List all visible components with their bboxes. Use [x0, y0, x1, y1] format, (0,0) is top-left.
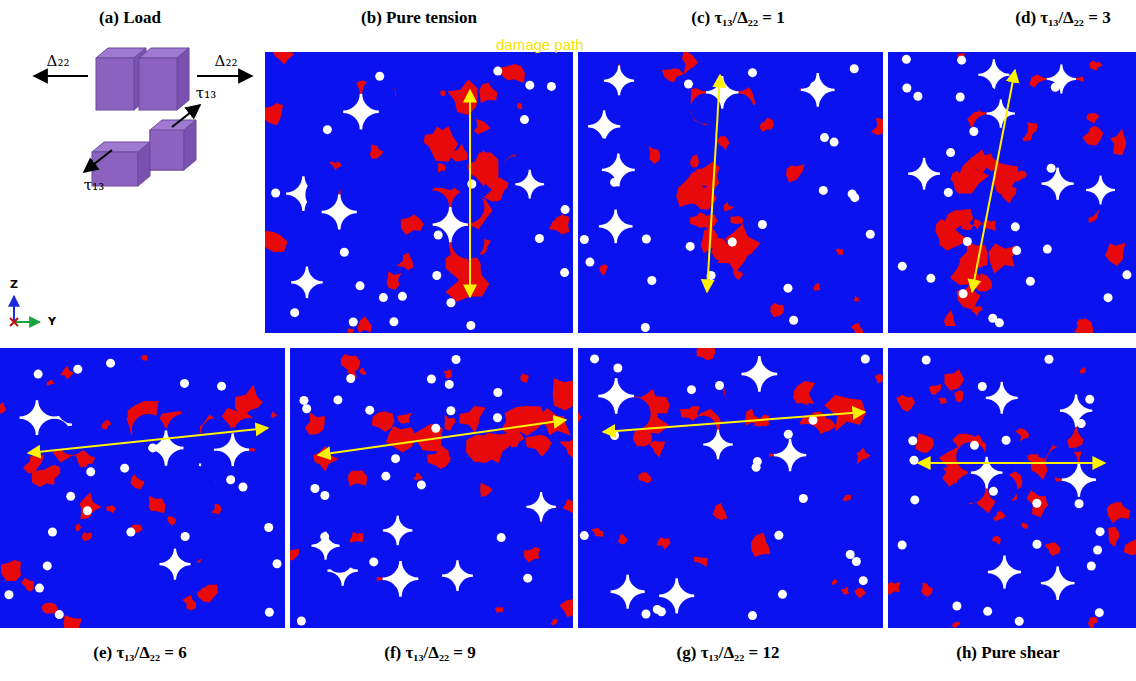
- matrix-ground: [888, 52, 1136, 333]
- damage-zones: [578, 348, 883, 628]
- matrix-ground: [265, 52, 573, 333]
- damage-path-arrow: [972, 70, 1015, 292]
- damage-map: [578, 52, 883, 333]
- fiber-dots: [297, 355, 532, 625]
- damage-path-arrow: [707, 75, 720, 292]
- panel-caption: (e) τ₁₃/Δ₂₂ = 6: [93, 643, 186, 663]
- fiber-dots: [271, 67, 569, 330]
- panel-caption: (g) τ₁₃/Δ₂₂ = 12: [677, 643, 780, 663]
- matrix-ground: [578, 348, 883, 628]
- result-panel: (g) τ₁₃/Δ₂₂ = 12: [578, 348, 883, 681]
- panel-caption: (c) τ₁₃/Δ₂₂ = 1: [691, 8, 784, 28]
- damage-zones: [888, 367, 1136, 628]
- result-panel: (b) Pure tensiondamage path: [265, 0, 573, 333]
- fiber-dots: [898, 55, 1132, 327]
- fiber-dots: [580, 64, 875, 332]
- load-symbol: τ₁₃: [196, 84, 216, 102]
- fiber-gaps: [298, 478, 569, 613]
- damage-path-arrow: [28, 428, 268, 453]
- panel-caption: (b) Pure tension: [361, 8, 477, 28]
- fiber-gaps: [893, 52, 1128, 218]
- fiber-dots: [898, 355, 1105, 626]
- damage-zones: [0, 355, 277, 628]
- load-symbol: τ₁₃: [84, 176, 104, 194]
- damage-map: [888, 348, 1136, 628]
- fiber-gaps: [956, 367, 1112, 615]
- load-symbol: Δ₂₂: [215, 52, 238, 70]
- damage-path-arrow: [918, 462, 1105, 464]
- damage-zones: [265, 52, 570, 333]
- result-panel: (c) τ₁₃/Δ₂₂ = 1: [578, 0, 883, 333]
- fiber-dots: [4, 359, 281, 619]
- damage-map: [290, 348, 573, 628]
- result-panel: (d) τ₁₃/Δ₂₂ = 3: [888, 0, 1136, 333]
- load-symbol: Δ₂₂: [47, 52, 70, 70]
- result-panel: (e) τ₁₃/Δ₂₂ = 6: [0, 348, 285, 681]
- damage-map: [888, 52, 1136, 333]
- damage-path-arrow: [318, 420, 566, 455]
- panel-caption: (h) Pure shear: [956, 643, 1060, 663]
- fiber-gaps: [270, 77, 558, 313]
- matrix-ground: [290, 348, 573, 628]
- damage-path-arrow: [603, 412, 865, 432]
- damage-zones: [290, 354, 573, 626]
- annotation: damage path: [496, 36, 584, 53]
- result-panel: (h) Pure shear: [888, 348, 1136, 681]
- damage-zones: [909, 52, 1126, 333]
- fiber-gaps: [578, 52, 850, 259]
- matrix-ground: [0, 348, 285, 628]
- matrix-ground: [888, 348, 1136, 628]
- fiber-gaps: [582, 348, 822, 628]
- damage-zones: [589, 52, 883, 333]
- result-panel: (f) τ₁₃/Δ₂₂ = 9: [290, 348, 573, 681]
- fiber-gaps: [3, 384, 264, 594]
- panel-caption: (f) τ₁₃/Δ₂₂ = 9: [384, 643, 476, 663]
- panel-caption: (d) τ₁₃/Δ₂₂ = 3: [1015, 8, 1110, 28]
- panel-label: (a) Load: [99, 8, 161, 28]
- axis-triad: [10, 296, 40, 326]
- tension-blocks: [34, 48, 252, 110]
- matrix-ground: [578, 52, 883, 333]
- shear-block: [84, 105, 200, 186]
- damage-map: [0, 348, 285, 628]
- damage-path-arrow: [469, 90, 471, 297]
- damage-map: [578, 348, 883, 628]
- axis-label: Y: [48, 315, 56, 328]
- damage-map: [265, 52, 573, 333]
- axis-label: Z: [10, 278, 18, 291]
- fiber-dots: [580, 354, 870, 620]
- load-illustration: [0, 0, 265, 345]
